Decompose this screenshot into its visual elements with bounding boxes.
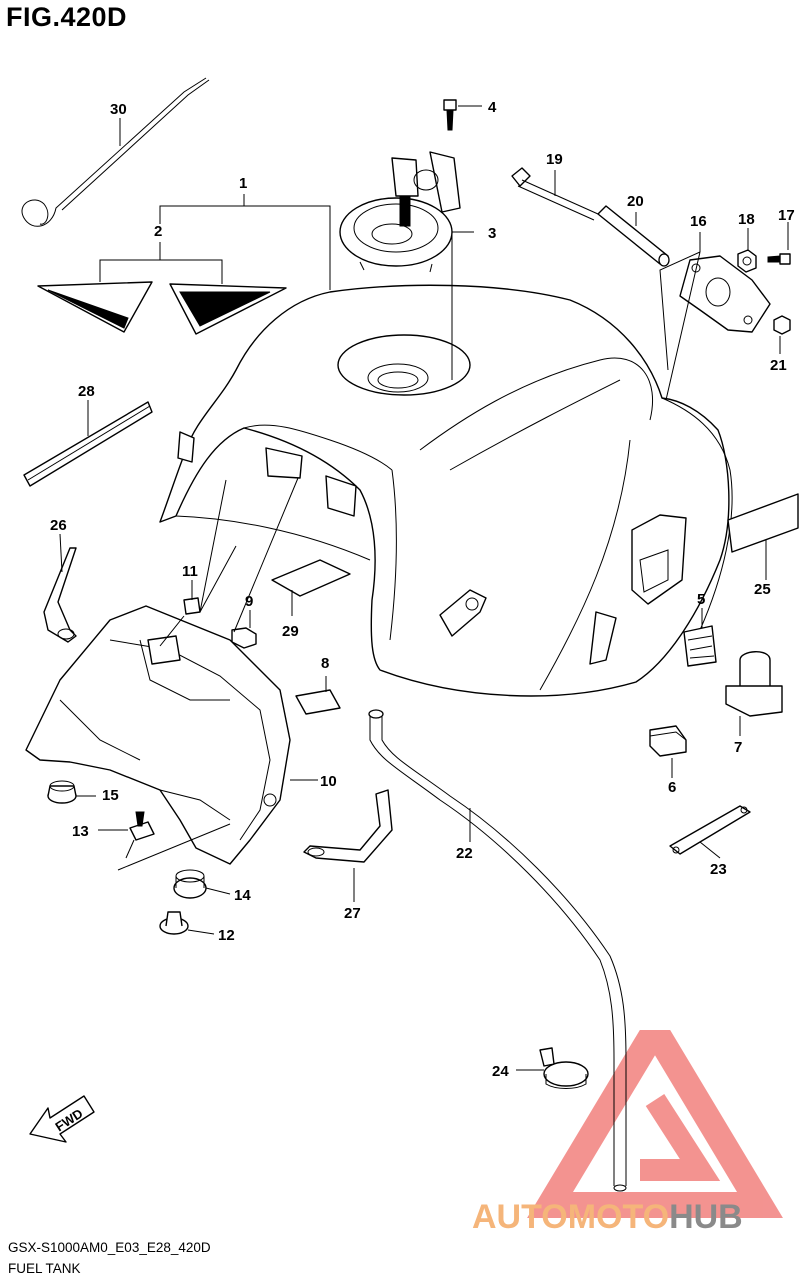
- callout-6: 6: [668, 779, 676, 796]
- callout-26: 26: [50, 517, 67, 534]
- callout-15: 15: [102, 787, 119, 804]
- part-17-screw: [767, 253, 791, 265]
- callout-5: 5: [697, 591, 705, 608]
- part-23-rubber-band: [669, 805, 751, 855]
- part-14-grommet: [173, 869, 207, 899]
- callout-22: 22: [456, 845, 473, 862]
- part-16-bracket: [679, 255, 771, 333]
- callout-10: 10: [320, 773, 337, 790]
- callout-11: 11: [182, 563, 198, 580]
- model-code: GSX-S1000AM0_E03_E28_420D: [8, 1240, 211, 1255]
- callout-labels: 30 1 2 3 4 19 20 16 18 17 21 28 26 25 11…: [50, 99, 795, 1080]
- callout-20: 20: [627, 193, 644, 210]
- part-20-pipe: [597, 205, 670, 267]
- callout-9: 9: [245, 593, 253, 610]
- part-4-screw: [443, 99, 457, 131]
- callout-21: 21: [770, 357, 787, 374]
- callout-12: 12: [218, 927, 235, 944]
- callout-24: 24: [492, 1063, 509, 1080]
- part-3-fuel-cap: [339, 151, 461, 273]
- part-7-damper-block: [725, 651, 783, 717]
- fwd-arrow-icon: FWD: [29, 1095, 95, 1143]
- watermark-text-part1: AUTOMOTO: [472, 1198, 669, 1236]
- part-24-hose-clamp: [539, 1047, 589, 1089]
- callout-28: 28: [78, 383, 95, 400]
- callout-4: 4: [488, 99, 497, 116]
- watermark-text-part2: HUB: [669, 1198, 743, 1236]
- callout-18: 18: [738, 211, 755, 228]
- callout-14: 14: [234, 887, 251, 904]
- part-15-damper: [47, 780, 77, 804]
- callout-3: 3: [488, 225, 496, 242]
- callout-29: 29: [282, 623, 299, 640]
- callout-27: 27: [344, 905, 361, 922]
- callout-25: 25: [754, 581, 771, 598]
- part-10-tank-cover: [25, 605, 291, 865]
- part-5-cushion: [683, 625, 717, 667]
- callout-1: 1: [239, 175, 247, 192]
- callout-8: 8: [321, 655, 329, 672]
- callout-2: 2: [154, 223, 162, 240]
- callout-30: 30: [110, 101, 127, 118]
- part-11-clip: [183, 597, 201, 615]
- part-29-sheet: [271, 559, 351, 597]
- part-6-rubber-block: [649, 725, 687, 757]
- part-13-bolt: [125, 811, 155, 859]
- part-1-fuel-tank: [159, 284, 733, 697]
- part-27-bracket: [303, 789, 393, 863]
- part-12-collar: [159, 911, 189, 935]
- part-21-nut: [773, 315, 791, 335]
- leader-lines: [59, 105, 789, 1071]
- part-2-tank-emblems: [37, 281, 287, 335]
- figure-title: FIG.420D: [6, 2, 128, 32]
- section-name: FUEL TANK: [8, 1261, 81, 1276]
- part-28-seal-strip: [23, 401, 153, 487]
- callout-23: 23: [710, 861, 727, 878]
- part-26-bracket: [43, 547, 77, 643]
- part-30-prop-rod: [21, 77, 210, 227]
- callout-16: 16: [690, 213, 707, 230]
- part-8-pad: [295, 689, 341, 715]
- part-18-nut: [737, 249, 757, 273]
- watermark-logo: AUTOMOTOHUB: [472, 1030, 783, 1236]
- watermark-triangle-icon: [527, 1030, 783, 1218]
- callout-19: 19: [546, 151, 563, 168]
- part-19-bolt: [511, 167, 599, 221]
- callout-13: 13: [72, 823, 89, 840]
- callout-7: 7: [734, 739, 742, 756]
- watermark-text: AUTOMOTOHUB: [472, 1198, 743, 1236]
- part-22-drain-hose: [368, 709, 627, 1192]
- callout-17: 17: [778, 207, 795, 224]
- part-25-label: [727, 493, 799, 553]
